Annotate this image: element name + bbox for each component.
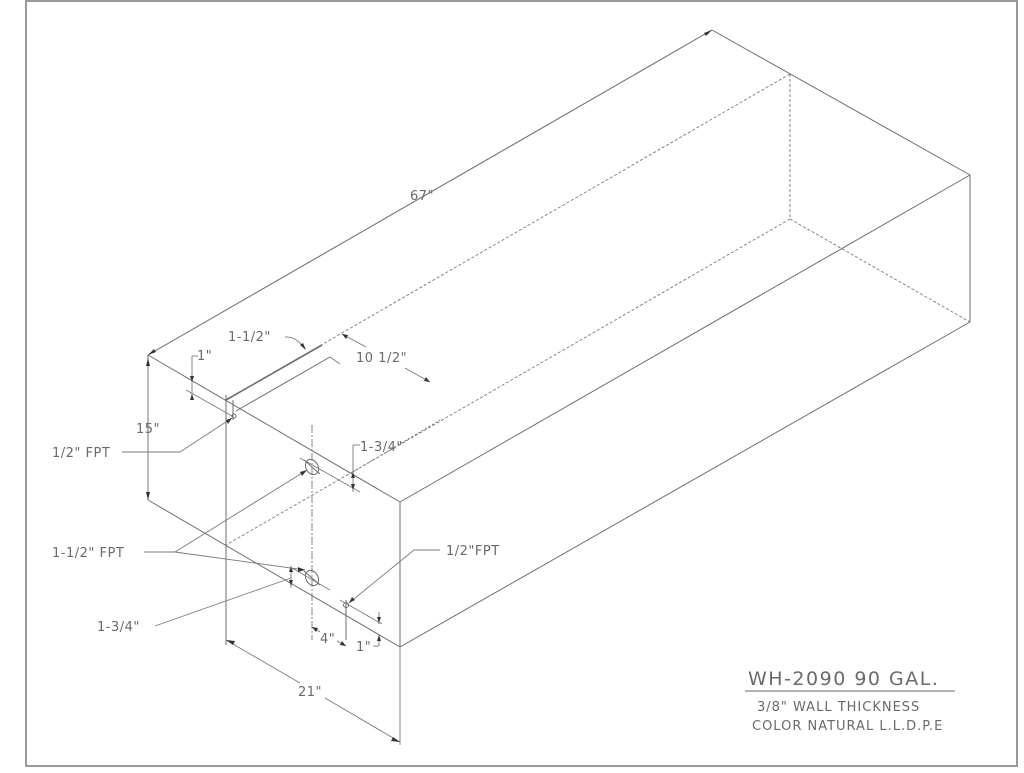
color-material-note: COLOR NATURAL L.L.D.P.E (752, 719, 943, 734)
hidden-edges (225, 73, 971, 546)
dim-fitting-width-label: 1-1/2" (228, 330, 271, 345)
callout-top-half-fpt: 1/2" FPT (52, 417, 233, 461)
dim-length: 67" (147, 29, 713, 356)
dim-length-label: 67" (410, 189, 434, 204)
callout-top-half-fpt-label: 1/2" FPT (52, 446, 110, 461)
dim-height-label: 15" (136, 422, 160, 437)
dim-fitting-length: 10 1/2" (341, 333, 431, 383)
callout-side-fpt: 1-1/2" FPT (52, 469, 308, 572)
callout-bottom-half-fpt-label: 1/2"FPT (446, 544, 500, 559)
dim-top-offset: 1" (185, 349, 233, 417)
dim-bottom-port-vertical: 1" (356, 612, 381, 655)
callout-bottom-half-fpt: 1/2"FPT (348, 544, 500, 604)
dim-width: 21" (225, 639, 401, 745)
dim-lower-port-offset: 1-3/4" (97, 566, 293, 635)
dim-fitting-width: 1-1/2" (228, 330, 306, 350)
dim-lower-port-offset-label: 1-3/4" (97, 620, 140, 635)
callout-side-fpt-label: 1-1/2" FPT (52, 546, 124, 561)
dim-height: 15" (136, 358, 160, 500)
dim-upper-port-offset-label: 1-3/4" (360, 440, 403, 455)
top-fitting-strip (225, 344, 341, 412)
model-title: WH-2090 90 GAL. (748, 668, 939, 690)
dim-fitting-length-label: 10 1/2" (356, 351, 407, 366)
dim-upper-port-offset: 1-3/4" (351, 419, 441, 492)
title-block: WH-2090 90 GAL. 3/8" WALL THICKNESS COLO… (745, 668, 955, 734)
sheet-border (25, 0, 1018, 767)
dim-width-label: 21" (298, 685, 322, 700)
lower-port-icon (304, 569, 320, 587)
dim-bottom-port-horizontal: 4" (311, 626, 347, 647)
wall-thickness-note: 3/8" WALL THICKNESS (757, 700, 920, 715)
dim-bottom-port-vertical-label: 1" (356, 640, 371, 655)
dim-top-offset-label: 1" (197, 349, 212, 364)
tank-body (147, 29, 971, 648)
dim-bottom-port-horizontal-label: 4" (320, 632, 335, 647)
